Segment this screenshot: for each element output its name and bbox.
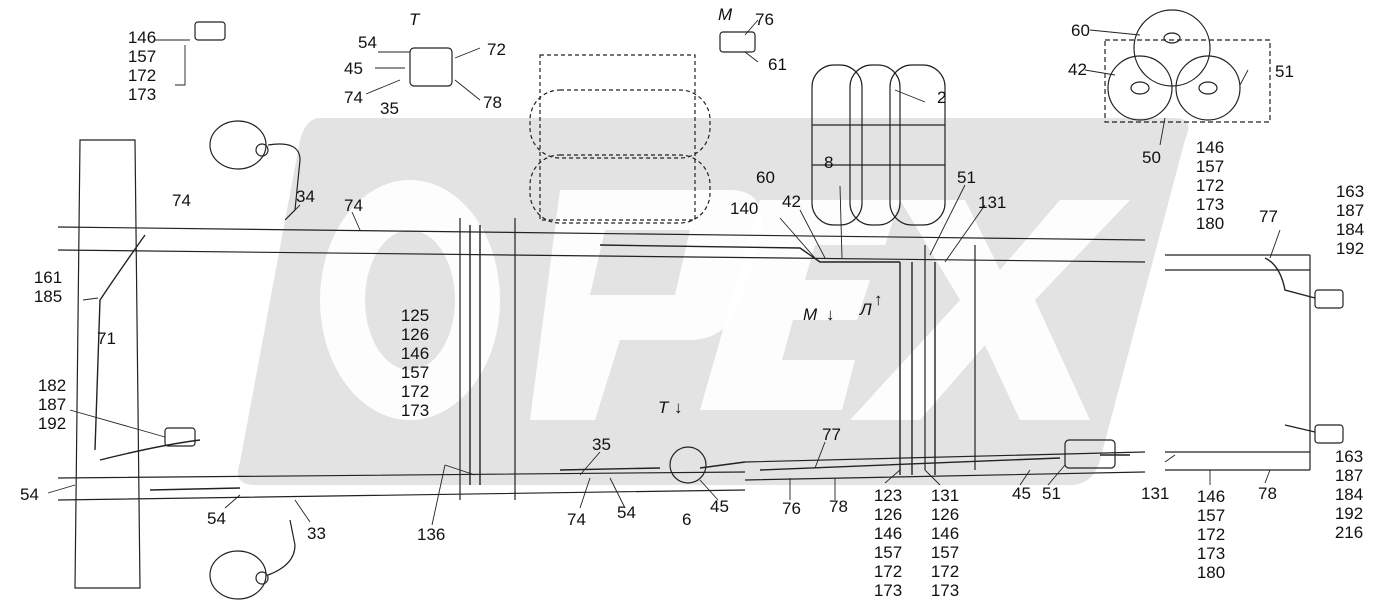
callout-60-mid: 60 bbox=[756, 168, 775, 187]
frame-rail-lower bbox=[57, 451, 1146, 501]
callout-77-mid: 77 bbox=[822, 425, 841, 444]
view-letter-m: М bbox=[718, 5, 733, 24]
callout-54-bot: 54 bbox=[617, 503, 636, 522]
frame-drawing bbox=[47, 9, 1344, 600]
callout-51-bot: 51 bbox=[1042, 484, 1061, 503]
air-lines bbox=[94, 225, 1316, 491]
callout-34: 34 bbox=[296, 187, 315, 206]
brake-chambers bbox=[209, 120, 301, 600]
callout-33: 33 bbox=[307, 524, 326, 543]
receiver-tanks bbox=[811, 64, 946, 226]
callout-2: 2 bbox=[937, 88, 947, 107]
callout-71: 71 bbox=[97, 329, 116, 348]
callout-35-top: 35 bbox=[380, 99, 399, 118]
callout-45-bot: 45 bbox=[710, 497, 729, 516]
callout-74-b: 74 bbox=[344, 196, 363, 215]
callout-76-bot: 76 bbox=[782, 499, 801, 518]
callout-45-right: 45 bbox=[1012, 484, 1031, 503]
callout-74-bot: 74 bbox=[567, 510, 586, 529]
callout-6: 6 bbox=[682, 510, 692, 529]
callout-131-right: 131 bbox=[1141, 484, 1170, 503]
callout-136: 136 bbox=[417, 525, 446, 544]
callout-50: 50 bbox=[1142, 148, 1161, 167]
callout-76-top: 76 bbox=[755, 10, 774, 29]
crossmember-2 bbox=[924, 245, 976, 470]
arrow-l-glyph: ↑ bbox=[874, 290, 883, 309]
callout-74-top: 74 bbox=[344, 88, 363, 107]
tank-section-view bbox=[1104, 9, 1271, 123]
callout-78-right: 78 bbox=[1258, 484, 1277, 503]
callout-140: 140 bbox=[730, 199, 759, 218]
callout-42-right: 42 bbox=[1068, 60, 1087, 79]
callout-74-a: 74 bbox=[172, 191, 191, 210]
arrow-label-t: Т bbox=[658, 398, 669, 417]
callout-35-bot: 35 bbox=[592, 435, 611, 454]
callout-51-right: 51 bbox=[1275, 62, 1294, 81]
valve-sketches bbox=[164, 21, 1344, 484]
callout-77-right: 77 bbox=[1259, 207, 1278, 226]
callout-45-top: 45 bbox=[344, 59, 363, 78]
callout-60-right: 60 bbox=[1071, 21, 1090, 40]
callout-78-bot: 78 bbox=[829, 497, 848, 516]
arrow-label-m: М bbox=[803, 305, 818, 324]
watermark-logo bbox=[237, 118, 1189, 485]
callout-8: 8 bbox=[824, 153, 834, 172]
arrow-label-l: Л bbox=[860, 300, 872, 319]
rear-frame-rails bbox=[1165, 254, 1310, 471]
arrow-m-glyph: ↓ bbox=[826, 305, 835, 324]
callout-51-mid: 51 bbox=[957, 168, 976, 187]
callout-61: 61 bbox=[768, 55, 787, 74]
leader-lines bbox=[47, 19, 1281, 526]
view-letter-t: Т bbox=[409, 10, 420, 29]
callout-131-top: 131 bbox=[978, 193, 1007, 212]
front-axle-outline bbox=[74, 139, 141, 589]
callout-42-mid: 42 bbox=[782, 192, 801, 211]
crossmember-1 bbox=[459, 218, 516, 500]
callout-54-left: 54 bbox=[20, 485, 39, 504]
callout-54-b: 54 bbox=[207, 509, 226, 528]
callout-72: 72 bbox=[487, 40, 506, 59]
frame-rail-upper bbox=[57, 226, 1146, 263]
arrow-t-glyph: ↓ bbox=[674, 398, 683, 417]
callout-78-top: 78 bbox=[483, 93, 502, 112]
callout-54-top: 54 bbox=[358, 33, 377, 52]
